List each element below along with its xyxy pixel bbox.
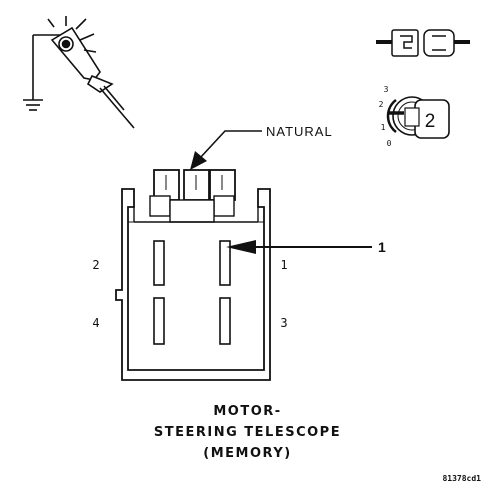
pin-label-2: 2: [92, 258, 99, 272]
pointer-arrow: 1: [226, 239, 386, 255]
connector-cavities: [153, 240, 231, 345]
connector-body: [115, 169, 271, 381]
ignition-switch-icon: 2 3 2 1 0: [379, 85, 450, 148]
pointer-number: 1: [378, 239, 386, 255]
pin-label-3: 3: [280, 316, 287, 330]
connector-color-label: NATURAL: [266, 124, 333, 139]
ignition-pos-1: 1: [381, 123, 386, 132]
ignition-pos-0: 0: [387, 139, 392, 148]
pin-label-1: 1: [280, 258, 287, 272]
test-light-probe-icon: [32, 16, 135, 129]
ignition-pos-3: 3: [384, 85, 389, 94]
title-line-3: (MEMORY): [203, 446, 292, 461]
ground-symbol-icon: [23, 92, 43, 111]
key-position-label: 2: [425, 111, 436, 132]
figure-id: 81378cd1: [442, 474, 481, 483]
connector-disconnect-icon: [376, 29, 470, 57]
cavity-3: [219, 297, 231, 345]
title-line-1: MOTOR-: [213, 404, 282, 419]
ignition-pos-2: 2: [379, 100, 384, 109]
cavity-1: [219, 240, 231, 286]
cavity-4: [153, 297, 165, 345]
title-line-2: STEERING TELESCOPE: [153, 425, 342, 440]
connector-color-callout: NATURAL: [190, 124, 333, 170]
pin-label-4: 4: [92, 316, 99, 330]
connector-title: MOTOR- STEERING TELESCOPE (MEMORY): [0, 401, 495, 464]
cavity-2: [153, 240, 165, 286]
